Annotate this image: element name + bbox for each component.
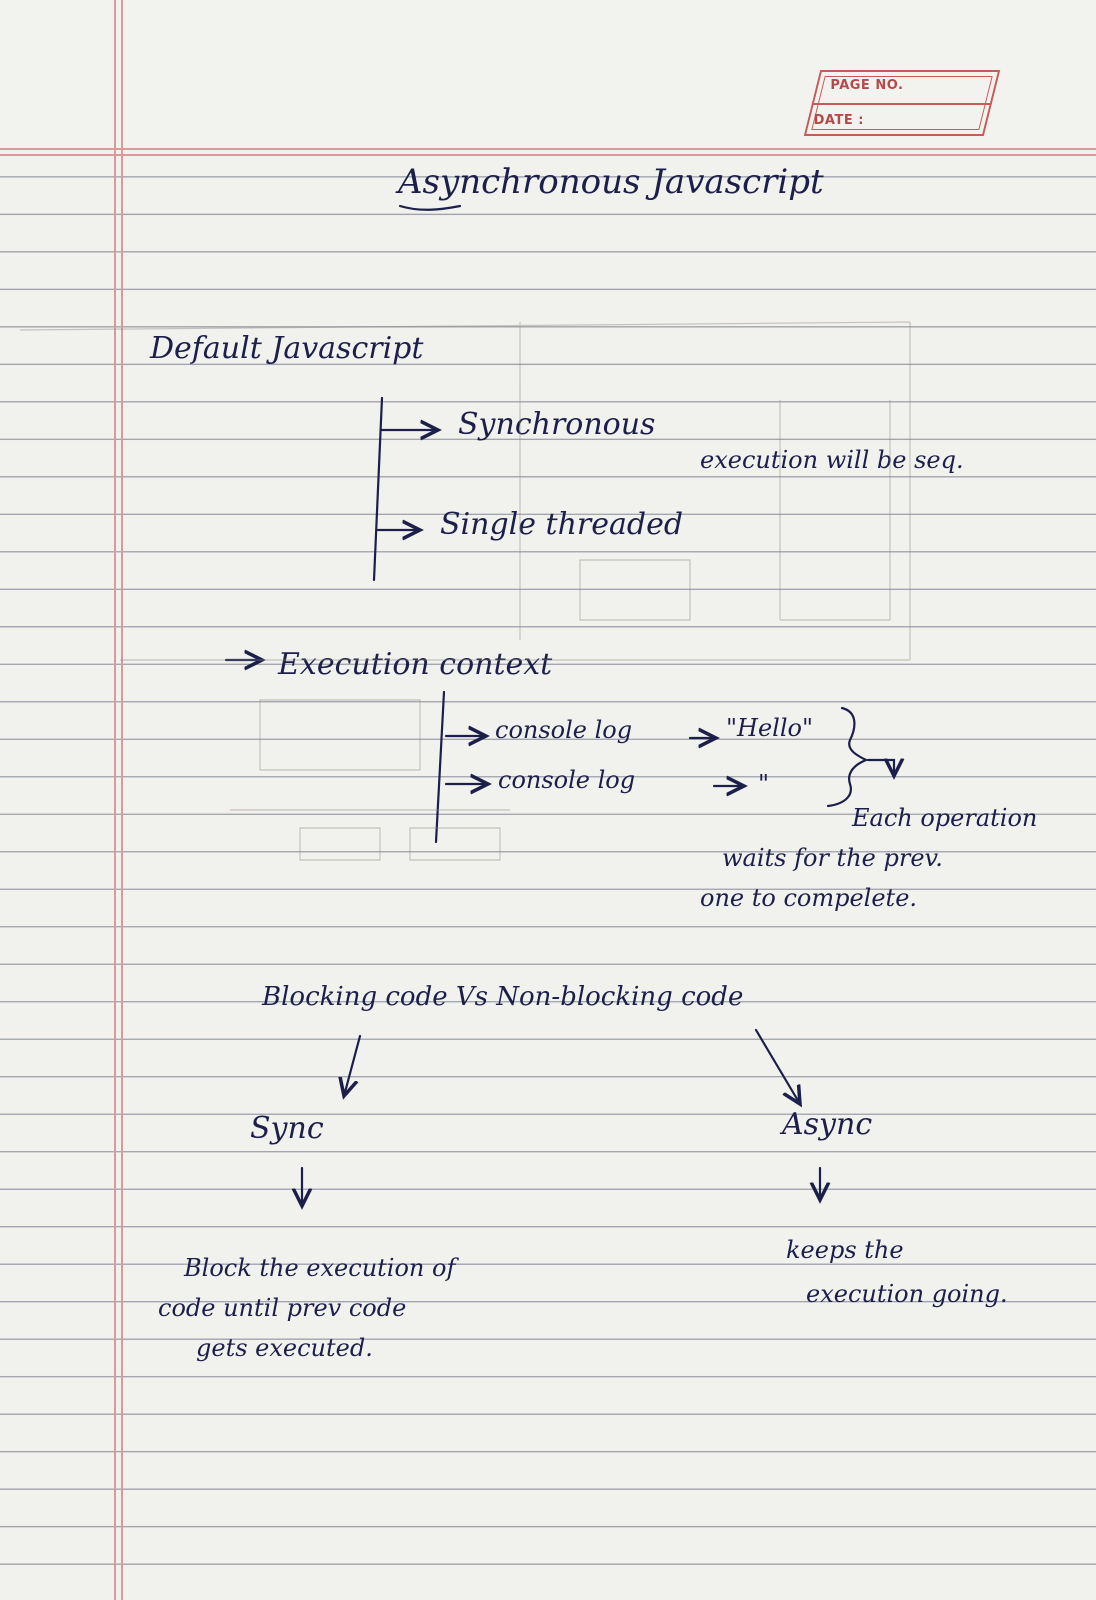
ditto-mark: " [758,770,770,798]
sync-label: Sync [250,1111,324,1146]
keeps-note-line-2: execution going. [806,1280,1008,1308]
synchronous-label: Synchronous [458,407,656,442]
blocking-vs-heading: Blocking code Vs Non-blocking code [262,982,744,1012]
hello-value: "Hello" [726,714,814,742]
waits-for-note: waits for the prev. [722,844,943,872]
brace-arrow [866,760,894,776]
console-log-1: console log [495,716,633,744]
default-branch-line [372,396,384,582]
non-blocking-arrow [754,1028,800,1104]
header-margin-line [0,148,1096,150]
seq-note: execution will be seq. [700,446,964,474]
block-note-line-3: gets executed. [196,1334,373,1362]
header-margin-line-inner [0,154,1096,156]
one-to-complete-note: one to compelete. [700,884,918,912]
left-margin-line [114,0,116,1600]
each-operation-note: Each operation [852,804,1038,832]
default-heading: Default Javascript [150,331,424,366]
block-note-line-2: code until prev code [158,1294,407,1322]
note-title: Asynchronous Javascript [398,162,824,202]
single-threaded-label: Single threaded [440,507,684,542]
console-branch-line [434,690,446,844]
curly-brace [826,706,869,808]
keeps-note-line-1: keeps the [786,1236,904,1264]
block-note-line-1: Block the execution of [184,1254,456,1282]
page-header-area [0,0,1096,150]
async-label: Async [782,1107,873,1142]
left-margin-line-inner [121,0,123,1600]
execution-context-label: Execution context [278,647,553,682]
console-log-2: console log [498,766,636,794]
blocking-arrow [344,1034,362,1096]
